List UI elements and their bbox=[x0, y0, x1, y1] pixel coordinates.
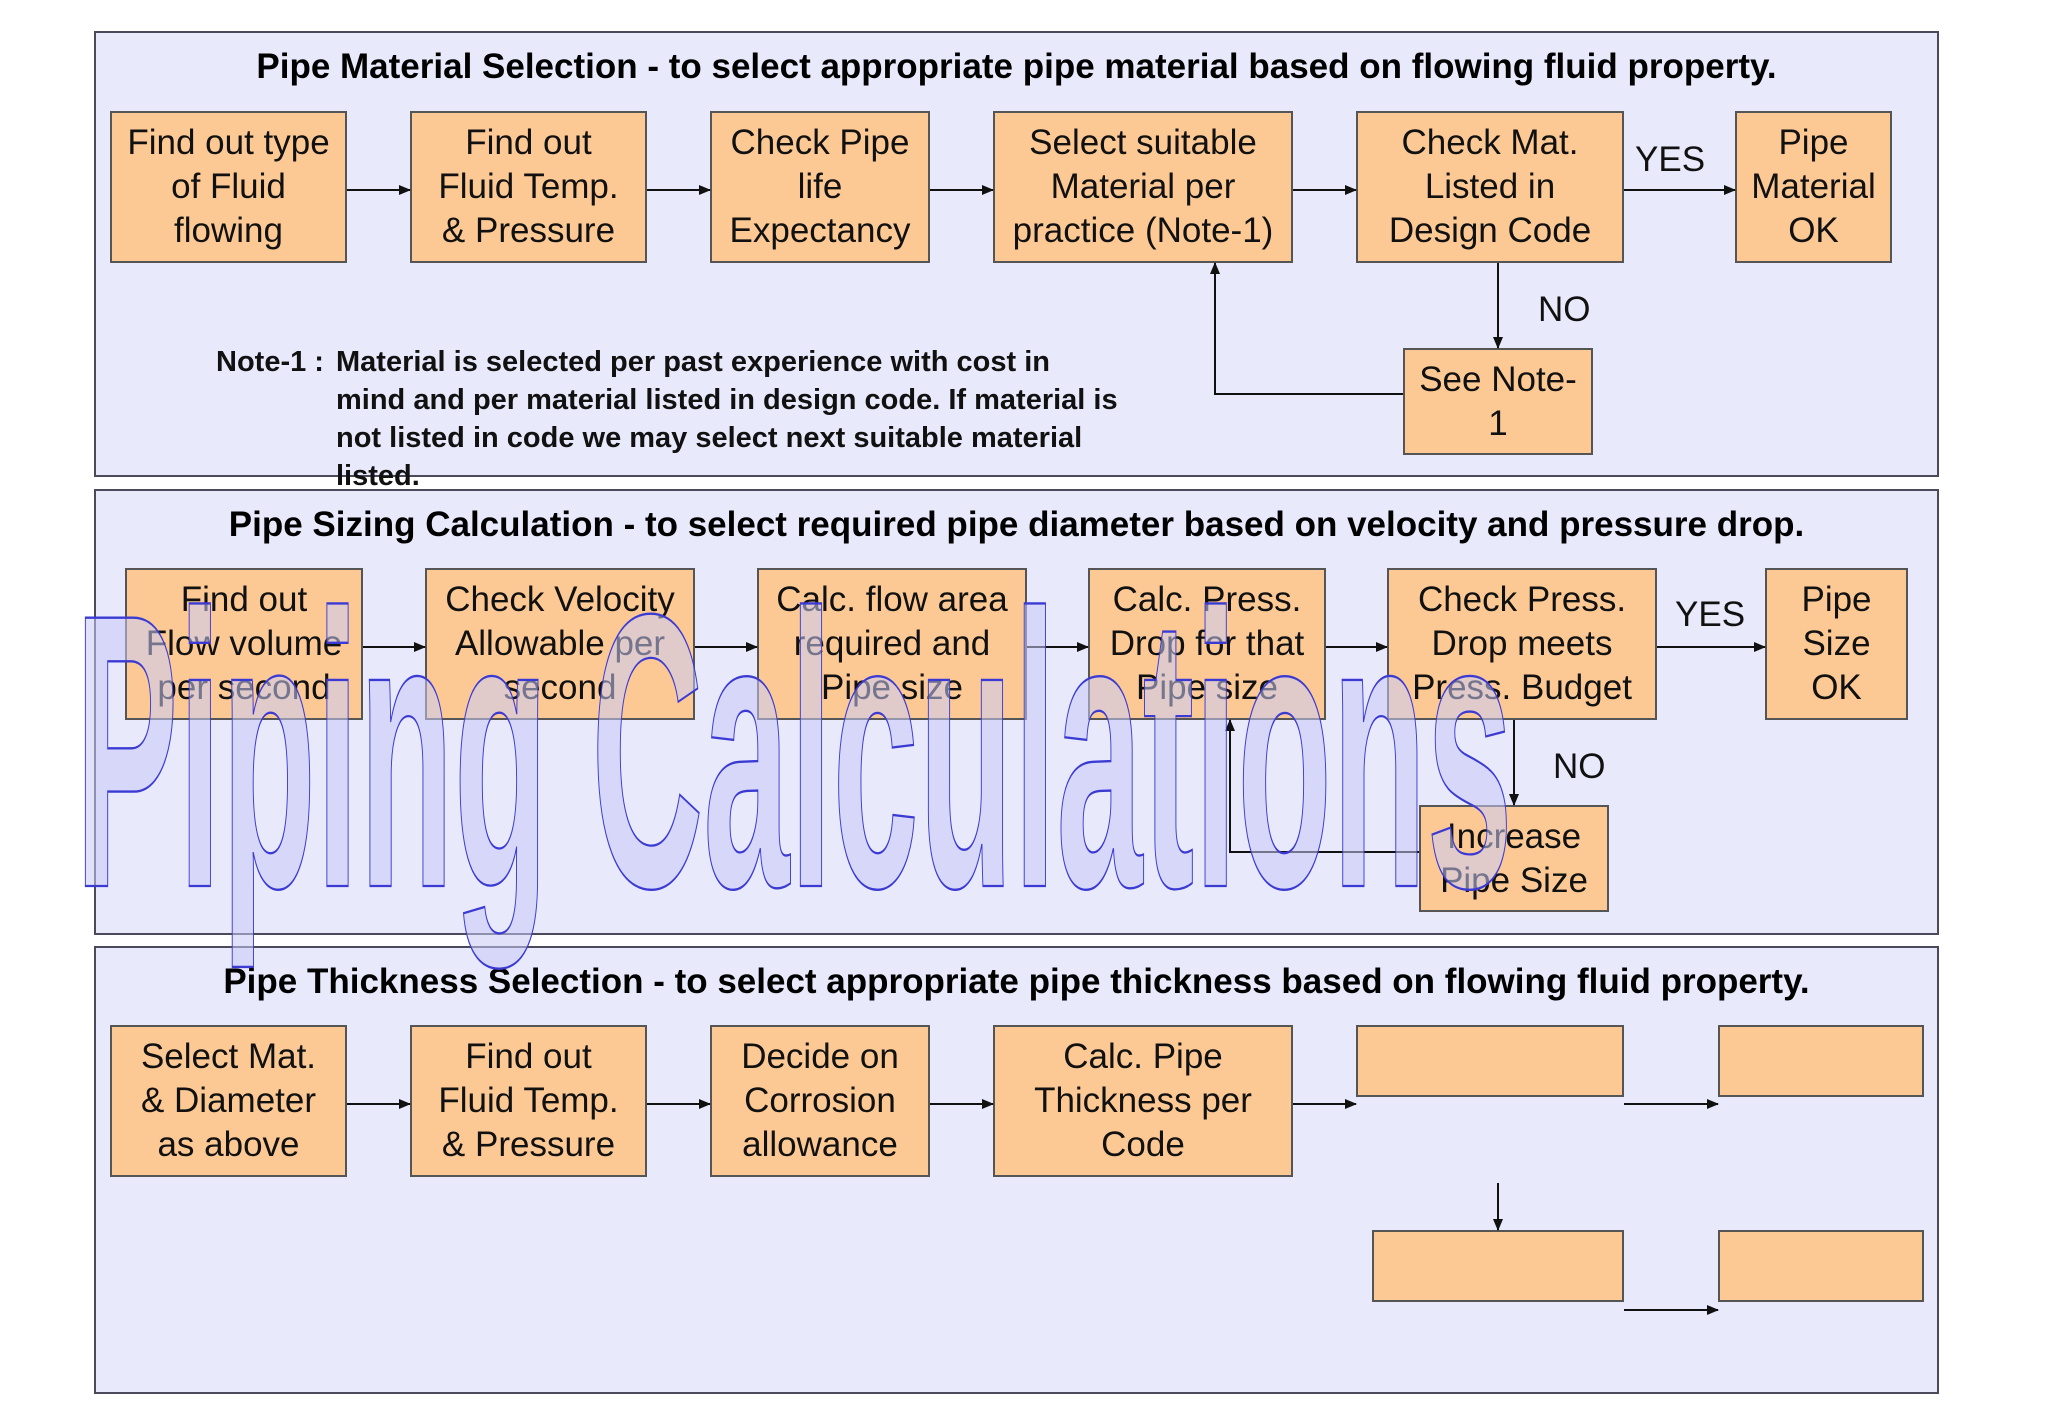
note-key: Note-1 : bbox=[216, 346, 324, 378]
no-label: NO bbox=[1538, 290, 1591, 329]
empty-box-3 bbox=[1372, 1230, 1624, 1302]
step-decide-corrosion: Decide on Corrosion allowance bbox=[710, 1025, 930, 1177]
step-calc-press-drop: Calc. Press. Drop for that Pipe size bbox=[1088, 568, 1326, 720]
loop-arrow bbox=[1225, 719, 1419, 853]
step-find-flow-volume: Find out Flow volume per second bbox=[125, 568, 363, 720]
result-pipe-size-ok: Pipe Size OK bbox=[1765, 568, 1908, 720]
step-find-temp-pressure: Find out Fluid Temp. & Pressure bbox=[410, 111, 647, 263]
step-find-fluid-type: Find out type of Fluid flowing bbox=[110, 111, 347, 263]
section-title: Pipe Thickness Selection - to select app… bbox=[223, 962, 1810, 1001]
note-text: Material is selected per past experience… bbox=[336, 346, 1118, 492]
step-check-life-expectancy: Check Pipe life Expectancy bbox=[710, 111, 930, 263]
step-calc-flow-area: Calc. flow area required and Pipe size bbox=[757, 568, 1027, 720]
step-check-velocity: Check Velocity Allowable per second bbox=[425, 568, 695, 720]
no-label: NO bbox=[1553, 747, 1606, 786]
increase-pipe-size-box: Increase Pipe Size bbox=[1419, 805, 1609, 912]
see-note-1-box: See Note- 1 bbox=[1403, 348, 1593, 455]
empty-box-1 bbox=[1356, 1025, 1624, 1097]
step-calc-thickness: Calc. Pipe Thickness per Code bbox=[993, 1025, 1293, 1177]
pipe-material-selection-panel: Pipe Material Selection - to select appr… bbox=[94, 31, 1939, 492]
empty-box-4 bbox=[1718, 1230, 1924, 1302]
step-select-material: Select suitable Material per practice (N… bbox=[993, 111, 1293, 263]
loop-arrow bbox=[1210, 262, 1403, 395]
decision-check-material-listed: Check Mat. Listed in Design Code bbox=[1356, 111, 1624, 263]
step-find-temp-pressure: Find out Fluid Temp. & Pressure bbox=[410, 1025, 647, 1177]
yes-label: YES bbox=[1635, 140, 1706, 179]
step-select-mat-diameter: Select Mat. & Diameter as above bbox=[110, 1025, 347, 1177]
result-pipe-material-ok: Pipe Material OK bbox=[1735, 111, 1892, 263]
section-title: Pipe Material Selection - to select appr… bbox=[256, 47, 1777, 86]
yes-label: YES bbox=[1675, 595, 1746, 634]
decision-check-press-drop: Check Press. Drop meets Press. Budget bbox=[1387, 568, 1657, 720]
section-title: Pipe Sizing Calculation - to select requ… bbox=[228, 505, 1805, 544]
empty-box-2 bbox=[1718, 1025, 1924, 1097]
